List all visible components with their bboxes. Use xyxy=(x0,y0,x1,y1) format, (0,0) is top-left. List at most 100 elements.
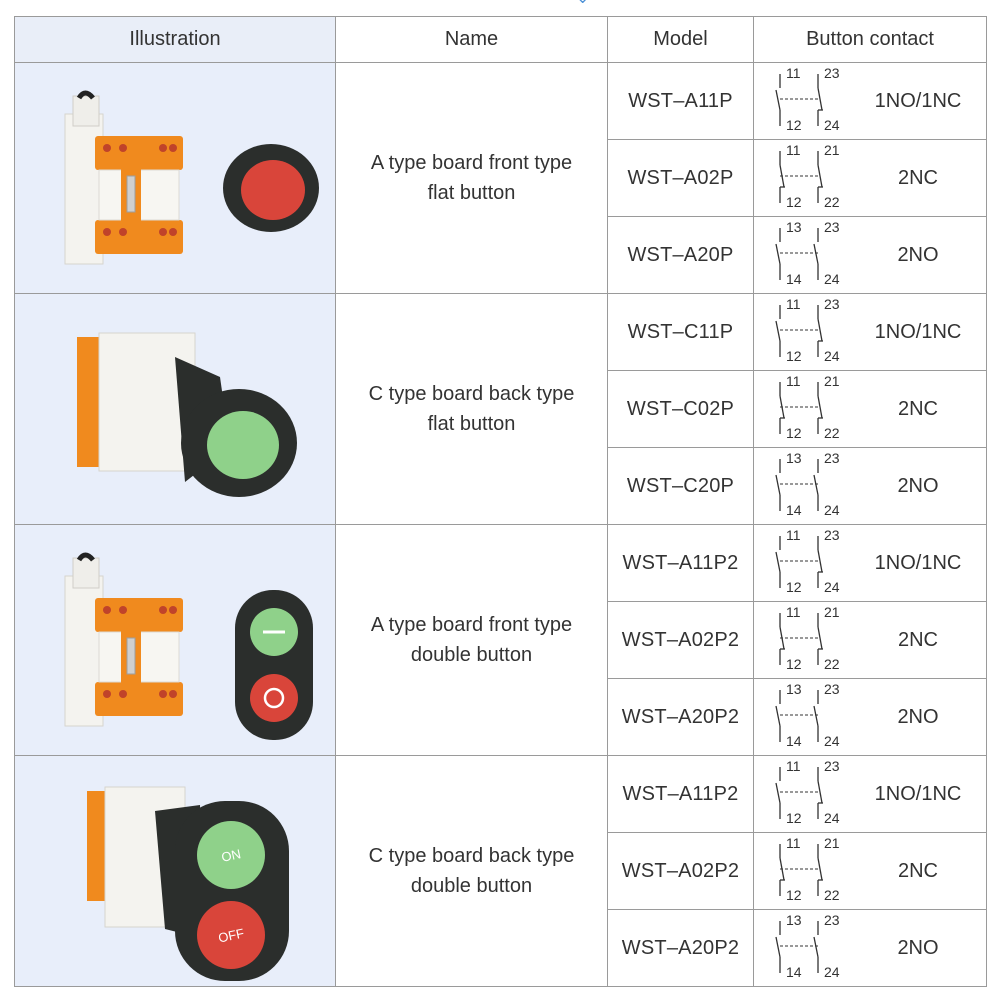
header-illustration: Illustration xyxy=(14,16,336,63)
contact-symbol-icon: 11 23 12 24 xyxy=(775,296,840,364)
terminal-bottom-left: 14 xyxy=(786,271,802,287)
contact-type-label: 2NC xyxy=(897,167,938,189)
product-name-line: double button xyxy=(410,875,533,897)
model-cell: WST–A02P2 xyxy=(607,601,754,679)
terminal-top-left: 11 xyxy=(786,65,801,81)
contact-type-label: 2NO xyxy=(897,937,939,959)
model-cell: WST–A11P2 xyxy=(607,755,754,833)
terminal-bottom-right: 24 xyxy=(824,810,840,826)
terminal-top-left: 11 xyxy=(786,142,801,158)
terminal-bottom-right: 22 xyxy=(824,425,840,441)
product-illustration xyxy=(77,332,297,497)
contact-type-label: 2NC xyxy=(897,860,938,882)
terminal-top-right: 21 xyxy=(824,142,840,158)
terminal-top-right: 23 xyxy=(824,296,840,312)
contact-type-label: 1NO/1NC xyxy=(874,321,962,343)
contact-type-label: 1NO/1NC xyxy=(874,90,962,112)
contact-type-label: 2NO xyxy=(897,244,939,266)
header-name: Name xyxy=(335,16,608,63)
terminal-top-left: 11 xyxy=(786,296,801,312)
product-illustration xyxy=(64,90,319,265)
contact-type-label: 2NC xyxy=(897,629,938,651)
on-label: ON xyxy=(220,846,242,865)
on-button-face xyxy=(197,821,265,889)
illustration-cell xyxy=(14,524,336,756)
terminal-bottom-left: 12 xyxy=(786,348,802,364)
model-cell: WST–A02P2 xyxy=(607,832,754,910)
contact-type-label: 1NO/1NC xyxy=(874,552,962,574)
product-name-cell: C type board back type double button xyxy=(335,755,608,987)
button-contact-cell: 11 23 12 24 1NO/1NC xyxy=(753,293,987,371)
product-name-line: A type board front type xyxy=(370,152,573,174)
terminal-bottom-right: 24 xyxy=(824,117,840,133)
contact-type-label: 2NO xyxy=(897,475,939,497)
product-name-line: double button xyxy=(410,644,533,666)
off-button-face xyxy=(197,901,265,969)
red-button-face xyxy=(241,160,305,220)
model-cell: WST–C02P xyxy=(607,370,754,448)
terminal-bottom-left: 12 xyxy=(786,656,802,672)
terminal-top-left: 13 xyxy=(786,219,802,235)
terminal-top-right: 23 xyxy=(824,758,840,774)
green-button-face xyxy=(207,411,279,479)
header-model: Model xyxy=(607,16,754,63)
contact-symbol-icon: 13 23 14 24 xyxy=(775,219,840,287)
terminal-bottom-right: 24 xyxy=(824,271,840,287)
terminal-bottom-left: 12 xyxy=(786,579,802,595)
terminal-top-right: 21 xyxy=(824,373,840,389)
terminal-bottom-right: 24 xyxy=(824,348,840,364)
model-cell: WST–C20P xyxy=(607,447,754,525)
table-row: WST–A20P 13 23 14 24 2NO xyxy=(15,216,987,294)
model-cell: WST–A11P2 xyxy=(607,524,754,602)
model-cell: WST–A20P xyxy=(607,216,754,294)
terminal-top-right: 23 xyxy=(824,450,840,466)
terminal-bottom-left: 14 xyxy=(786,733,802,749)
terminal-top-right: 23 xyxy=(824,681,840,697)
product-name-line: A type board front type xyxy=(370,614,573,636)
terminal-top-right: 21 xyxy=(824,604,840,620)
terminal-bottom-left: 12 xyxy=(786,117,802,133)
model-cell: WST–A20P2 xyxy=(607,678,754,756)
terminal-bottom-left: 12 xyxy=(786,425,802,441)
illustration-cell xyxy=(14,293,336,525)
terminal-bottom-right: 24 xyxy=(824,733,840,749)
terminal-top-right: 21 xyxy=(824,835,840,851)
terminal-top-left: 11 xyxy=(786,835,801,851)
terminal-top-right: 23 xyxy=(824,65,840,81)
red-button-face xyxy=(250,674,298,722)
spec-table: Illustration Name Model Button contact A… xyxy=(14,16,987,987)
contact-type-label: 2NO xyxy=(897,706,939,728)
terminal-top-left: 11 xyxy=(786,604,801,620)
product-name-line: C type board back type xyxy=(368,845,575,867)
terminal-top-right: 23 xyxy=(824,219,840,235)
terminal-top-left: 13 xyxy=(786,450,802,466)
terminal-bottom-right: 24 xyxy=(824,502,840,518)
product-illustration xyxy=(64,552,313,740)
terminal-top-left: 11 xyxy=(786,758,801,774)
contact-type-label: 1NO/1NC xyxy=(874,783,962,805)
product-name-line: flat button xyxy=(427,413,516,435)
contact-block-module xyxy=(64,90,183,265)
contact-symbol-icon: 11 23 12 24 xyxy=(775,65,840,133)
